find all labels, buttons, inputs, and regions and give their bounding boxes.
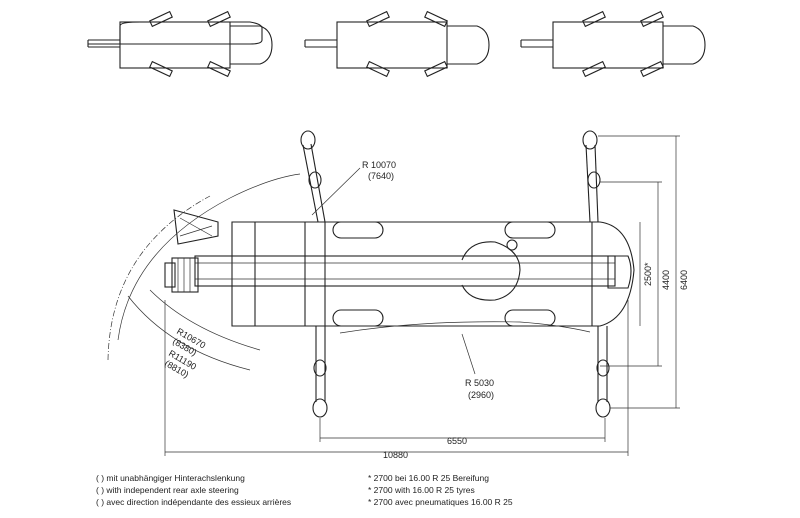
note-right-en: * 2700 with 16.00 R 25 tyres	[368, 485, 475, 495]
turning-radius-arcs	[107, 167, 591, 375]
label-2500: 2500*	[643, 262, 653, 286]
label-r-7640: (7640)	[368, 171, 394, 181]
steering-mode-view-1	[87, 10, 273, 78]
dimension-lines	[164, 135, 680, 456]
label-6400: 6400	[679, 270, 689, 290]
label-r-10070: R 10070	[362, 160, 396, 170]
steering-mode-view-3	[520, 10, 706, 78]
notes-right: * 2700 bei 16.00 R 25 Bereifung * 2700 w…	[368, 472, 513, 508]
steering-mode-view-2	[304, 10, 490, 78]
label-6550: 6550	[447, 436, 467, 446]
label-4400: 4400	[661, 270, 671, 290]
label-r-5030: R 5030	[465, 378, 494, 388]
dimension-labels: R 10070 (7640) R10670 (8380) R11190 (881…	[163, 160, 689, 460]
label-10880: 10880	[383, 450, 408, 460]
label-r-2960: (2960)	[468, 390, 494, 400]
crane-plan-view	[164, 130, 635, 418]
note-left-fr: ( ) avec direction indépendante des essi…	[96, 497, 292, 507]
note-right-fr: * 2700 avec pneumatiques 16.00 R 25	[368, 497, 513, 507]
note-left-de: ( ) mit unabhängiger Hinterachslenkung	[96, 473, 245, 483]
note-right-de: * 2700 bei 16.00 R 25 Bereifung	[368, 473, 489, 483]
note-left-en: ( ) with independent rear axle steering	[96, 485, 239, 495]
notes-left: ( ) mit unabhängiger Hinterachslenkung (…	[96, 472, 291, 508]
